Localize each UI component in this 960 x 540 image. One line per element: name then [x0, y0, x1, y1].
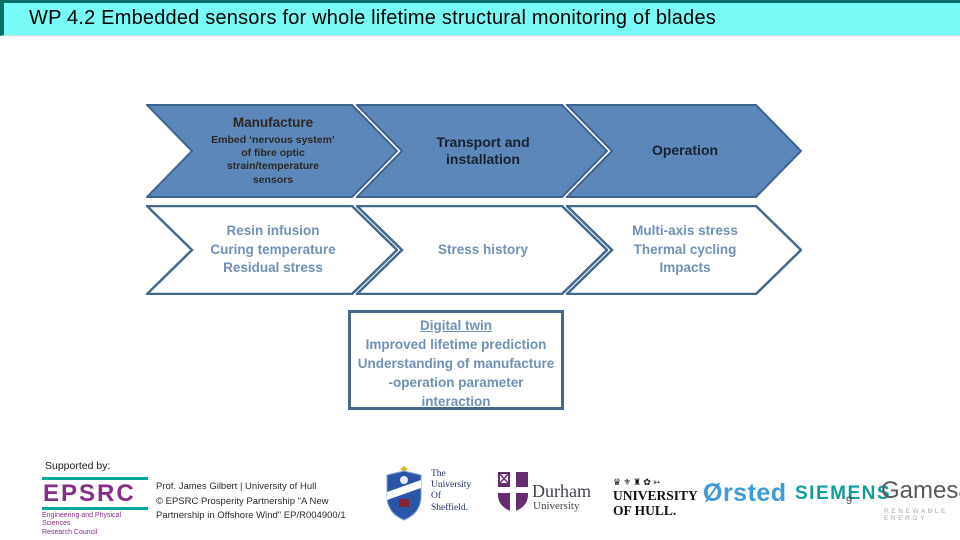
gamesa-wordmark: Gamesa — [881, 477, 960, 504]
chevron-detail: Embed ‘nervous system’ of fibre optic st… — [211, 134, 335, 186]
chevron-manufacture: Manufacture Embed ‘nervous system’ of fi… — [146, 104, 398, 198]
chevron-shape-icon — [146, 205, 398, 295]
durham-shield-icon — [498, 472, 528, 512]
chevron-shape-icon — [566, 205, 802, 295]
chevron-shape-icon — [356, 205, 608, 295]
epsrc-logo: EPSRC Engineering and Physical Sciences … — [42, 477, 150, 537]
chevron-shape-icon — [356, 104, 608, 198]
chevron-operation-text: Operation — [612, 104, 758, 198]
chevron-multi-axis: Multi-axis stress Thermal cycling Impact… — [566, 205, 802, 295]
chevron-heading: Transport and installation — [436, 133, 530, 168]
epsrc-rule-icon — [42, 477, 148, 480]
chevron-multi-axis-text: Multi-axis stress Thermal cycling Impact… — [612, 205, 758, 295]
chevron-stress-history: Stress history — [356, 205, 608, 295]
chevron-transport: Transport and installation — [356, 104, 608, 198]
durham-wordmark: Durham — [532, 481, 591, 501]
orsted-logo: Ørsted — [703, 479, 787, 507]
epsrc-wordmark: EPSRC — [43, 480, 136, 507]
sheffield-crest-icon — [386, 466, 422, 521]
hull-crest-glyphs-icon: ♛⚜♜✿➳ — [613, 477, 663, 487]
durham-logo: Durham University — [497, 471, 617, 517]
epsrc-subtext: Engineering and Physical Sciences Resear… — [42, 512, 121, 536]
hull-wordmark-line2: OF HULL. — [613, 503, 677, 518]
chevron-resin-text: Resin infusion Curing temperature Residu… — [192, 205, 354, 295]
title-bar: WP 4.2 Embedded sensors for whole lifeti… — [0, 0, 960, 36]
durham-subtext: University — [533, 500, 580, 512]
digital-twin-box: Digital twin Improved lifetime predictio… — [348, 310, 564, 410]
digital-twin-lines: Improved lifetime prediction Understandi… — [357, 337, 555, 409]
hull-wordmark-line1: UNIVERSITY — [613, 488, 698, 503]
supported-by-label: Supported by: — [45, 460, 111, 472]
chevron-lines: Resin infusion Curing temperature Residu… — [210, 223, 336, 276]
chevron-resin-infusion: Resin infusion Curing temperature Residu… — [146, 205, 398, 295]
digital-twin-title: Digital twin — [420, 318, 492, 333]
chevron-heading: Manufacture — [232, 115, 314, 131]
chevron-manufacture-text: Manufacture Embed ‘nervous system’ of fi… — [192, 104, 354, 198]
credit-text: Prof. James Gilbert | University of Hull… — [156, 481, 346, 521]
sheffield-wordmark: The University Of Sheffield. — [431, 469, 472, 513]
slide-title: WP 4.2 Embedded sensors for whole lifeti… — [29, 7, 716, 29]
chevron-operation: Operation — [566, 104, 802, 198]
page-number: 9 — [846, 495, 853, 507]
epsrc-rule-icon — [42, 507, 148, 510]
hull-logo: ♛⚜♜✿➳ UNIVERSITY OF HULL. — [613, 477, 698, 518]
chevron-lines: Stress history — [437, 241, 529, 257]
siemens-gamesa-tagline: RENEWABLE ENERGY — [884, 508, 948, 522]
sheffield-logo: The University Of Sheffield. — [384, 466, 471, 522]
chevron-shape-icon — [566, 104, 802, 198]
chevron-stress-text: Stress history — [402, 205, 564, 295]
chevron-shape-icon — [146, 104, 398, 198]
chevron-transport-text: Transport and installation — [402, 104, 564, 198]
chevron-lines: Multi-axis stress Thermal cycling Impact… — [632, 223, 738, 276]
siemens-wordmark: SIEMENS — [795, 483, 892, 504]
chevron-heading: Operation — [651, 142, 719, 159]
